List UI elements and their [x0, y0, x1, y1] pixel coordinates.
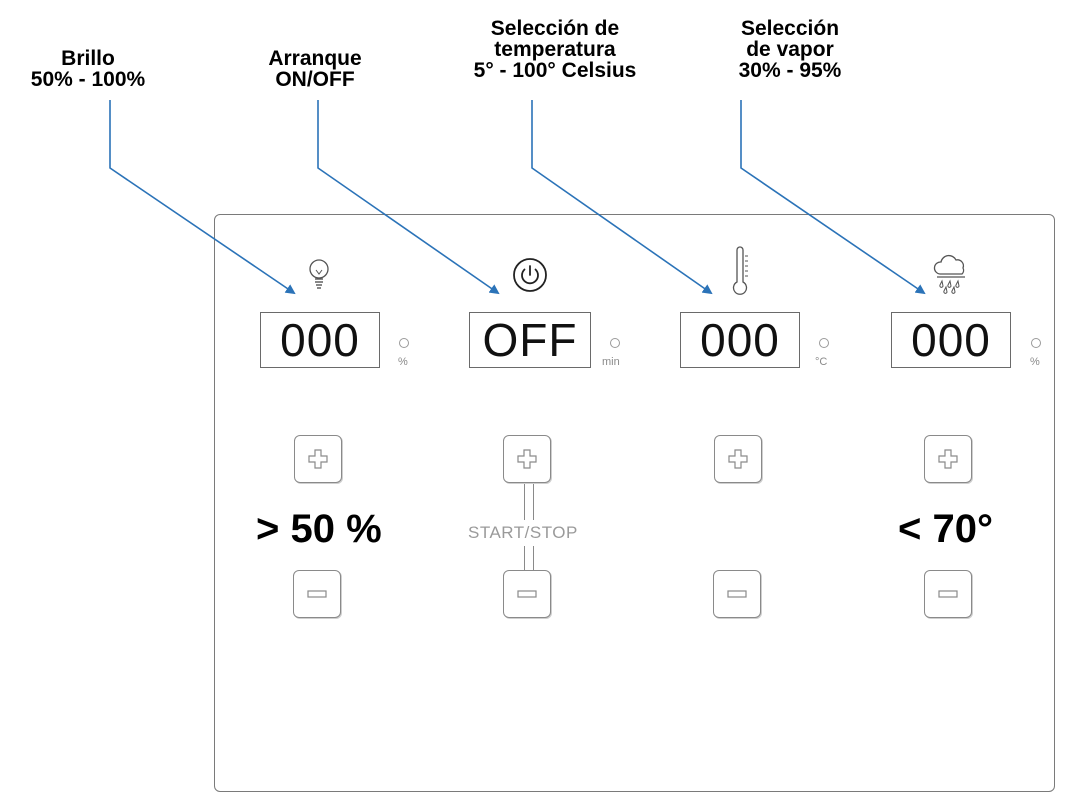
minus-icon: [938, 590, 958, 598]
steam-minus-button[interactable]: [924, 570, 972, 618]
annotation-steam-range: 30% - 95%: [738, 59, 842, 82]
start-stop-connector-left: [524, 484, 525, 520]
power-minus-button[interactable]: [503, 570, 551, 618]
plus-icon: [517, 449, 537, 469]
plus-icon: [938, 449, 958, 469]
power-plus-button[interactable]: [503, 435, 551, 483]
annotation-power-range: ON/OFF: [275, 68, 355, 91]
minus-icon: [517, 590, 537, 598]
steam-unit: %: [1030, 356, 1040, 368]
brightness-minus-button[interactable]: [293, 570, 341, 618]
start-stop-label: START/STOP: [468, 523, 578, 542]
temperature-minus-button[interactable]: [713, 570, 761, 618]
brightness-plus-button[interactable]: [294, 435, 342, 483]
annotation-temperature: Selección de temperatura 5° - 100° Celsi…: [440, 18, 670, 81]
annotation-brightness: Brillo 50% - 100%: [8, 48, 168, 90]
annotation-brightness-range: 50% - 100%: [30, 68, 146, 91]
control-panel: [214, 214, 1055, 792]
steam-indicator-led: [1031, 338, 1041, 348]
arrow-steam: [740, 100, 926, 295]
steam-display: 000: [891, 312, 1011, 368]
start-stop-connector-right: [533, 484, 534, 520]
minus-icon: [307, 590, 327, 598]
annotation-steam-line1: Selección: [740, 17, 840, 40]
lightbulb-icon: [309, 259, 329, 289]
power-indicator-led: [610, 338, 620, 348]
brightness-indicator-led: [399, 338, 409, 348]
annotation-temperature-line2: temperatura: [494, 38, 616, 61]
thermometer-icon: [732, 246, 748, 295]
brightness-unit: %: [398, 356, 408, 368]
power-unit: min: [602, 356, 620, 368]
annotation-temperature-range: 5° - 100° Celsius: [473, 59, 637, 82]
start-stop-connector-left-lower: [524, 546, 525, 570]
temperature-indicator-led: [819, 338, 829, 348]
annotation-steam: Selección de vapor 30% - 95%: [705, 18, 875, 81]
plus-icon: [308, 449, 328, 469]
steam-note: < 70°: [898, 507, 993, 551]
steam-plus-button[interactable]: [924, 435, 972, 483]
brightness-display: 000: [260, 312, 380, 368]
annotation-power: Arranque ON/OFF: [240, 48, 390, 90]
arrow-power: [317, 100, 500, 295]
rain-cloud-icon: [933, 254, 965, 294]
annotation-steam-line2: de vapor: [746, 38, 834, 61]
power-icon[interactable]: [512, 257, 548, 293]
plus-icon: [728, 449, 748, 469]
brightness-note: > 50 %: [256, 507, 382, 551]
temperature-unit: °C: [815, 356, 828, 368]
temperature-plus-button[interactable]: [714, 435, 762, 483]
start-stop-connector-right-lower: [533, 546, 534, 570]
annotation-brightness-title: Brillo: [61, 47, 115, 70]
power-display: OFF: [469, 312, 591, 368]
minus-icon: [727, 590, 747, 598]
arrow-temperature: [531, 100, 713, 295]
arrow-brightness: [109, 100, 296, 295]
annotation-power-title: Arranque: [268, 47, 362, 70]
annotation-temperature-line1: Selección de: [490, 17, 620, 40]
temperature-display: 000: [680, 312, 800, 368]
